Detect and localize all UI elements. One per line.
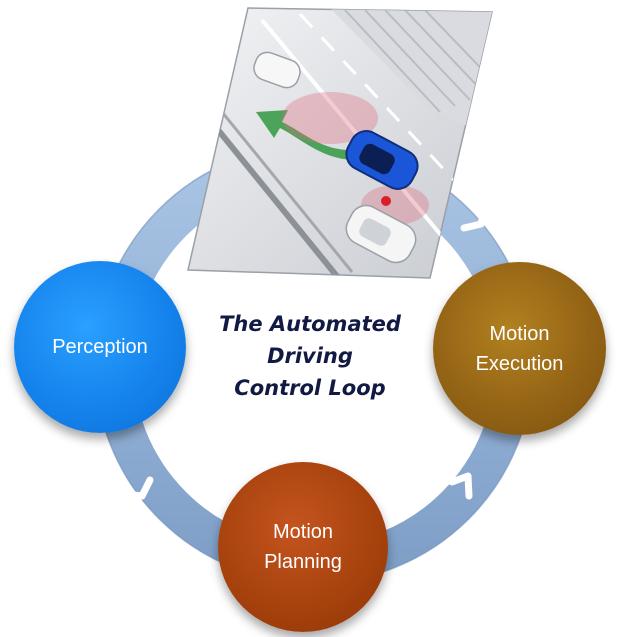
node-label: Motion xyxy=(489,322,550,345)
node-label: Planning xyxy=(264,551,342,573)
title-line: The Automated xyxy=(219,312,401,336)
chevron-top-right-icon xyxy=(460,206,488,232)
motion-planning-node: Motion Planning xyxy=(218,462,388,632)
title-line: Control Loop xyxy=(234,376,386,400)
node-label: Execution xyxy=(475,352,564,375)
highway-photo xyxy=(187,7,493,279)
title-line: Driving xyxy=(267,344,353,368)
motion-execution-node: Motion Execution xyxy=(433,262,606,435)
chevron-top-left-icon xyxy=(109,208,135,234)
chevron-bottom-left-icon xyxy=(122,476,154,500)
perception-node: Perception xyxy=(14,261,186,433)
node-label: Perception xyxy=(52,336,148,358)
node-label: Motion xyxy=(272,521,334,543)
chevron-bottom-right-icon xyxy=(448,472,473,500)
diagram-title: The Automated Driving Control Loop xyxy=(205,308,415,404)
